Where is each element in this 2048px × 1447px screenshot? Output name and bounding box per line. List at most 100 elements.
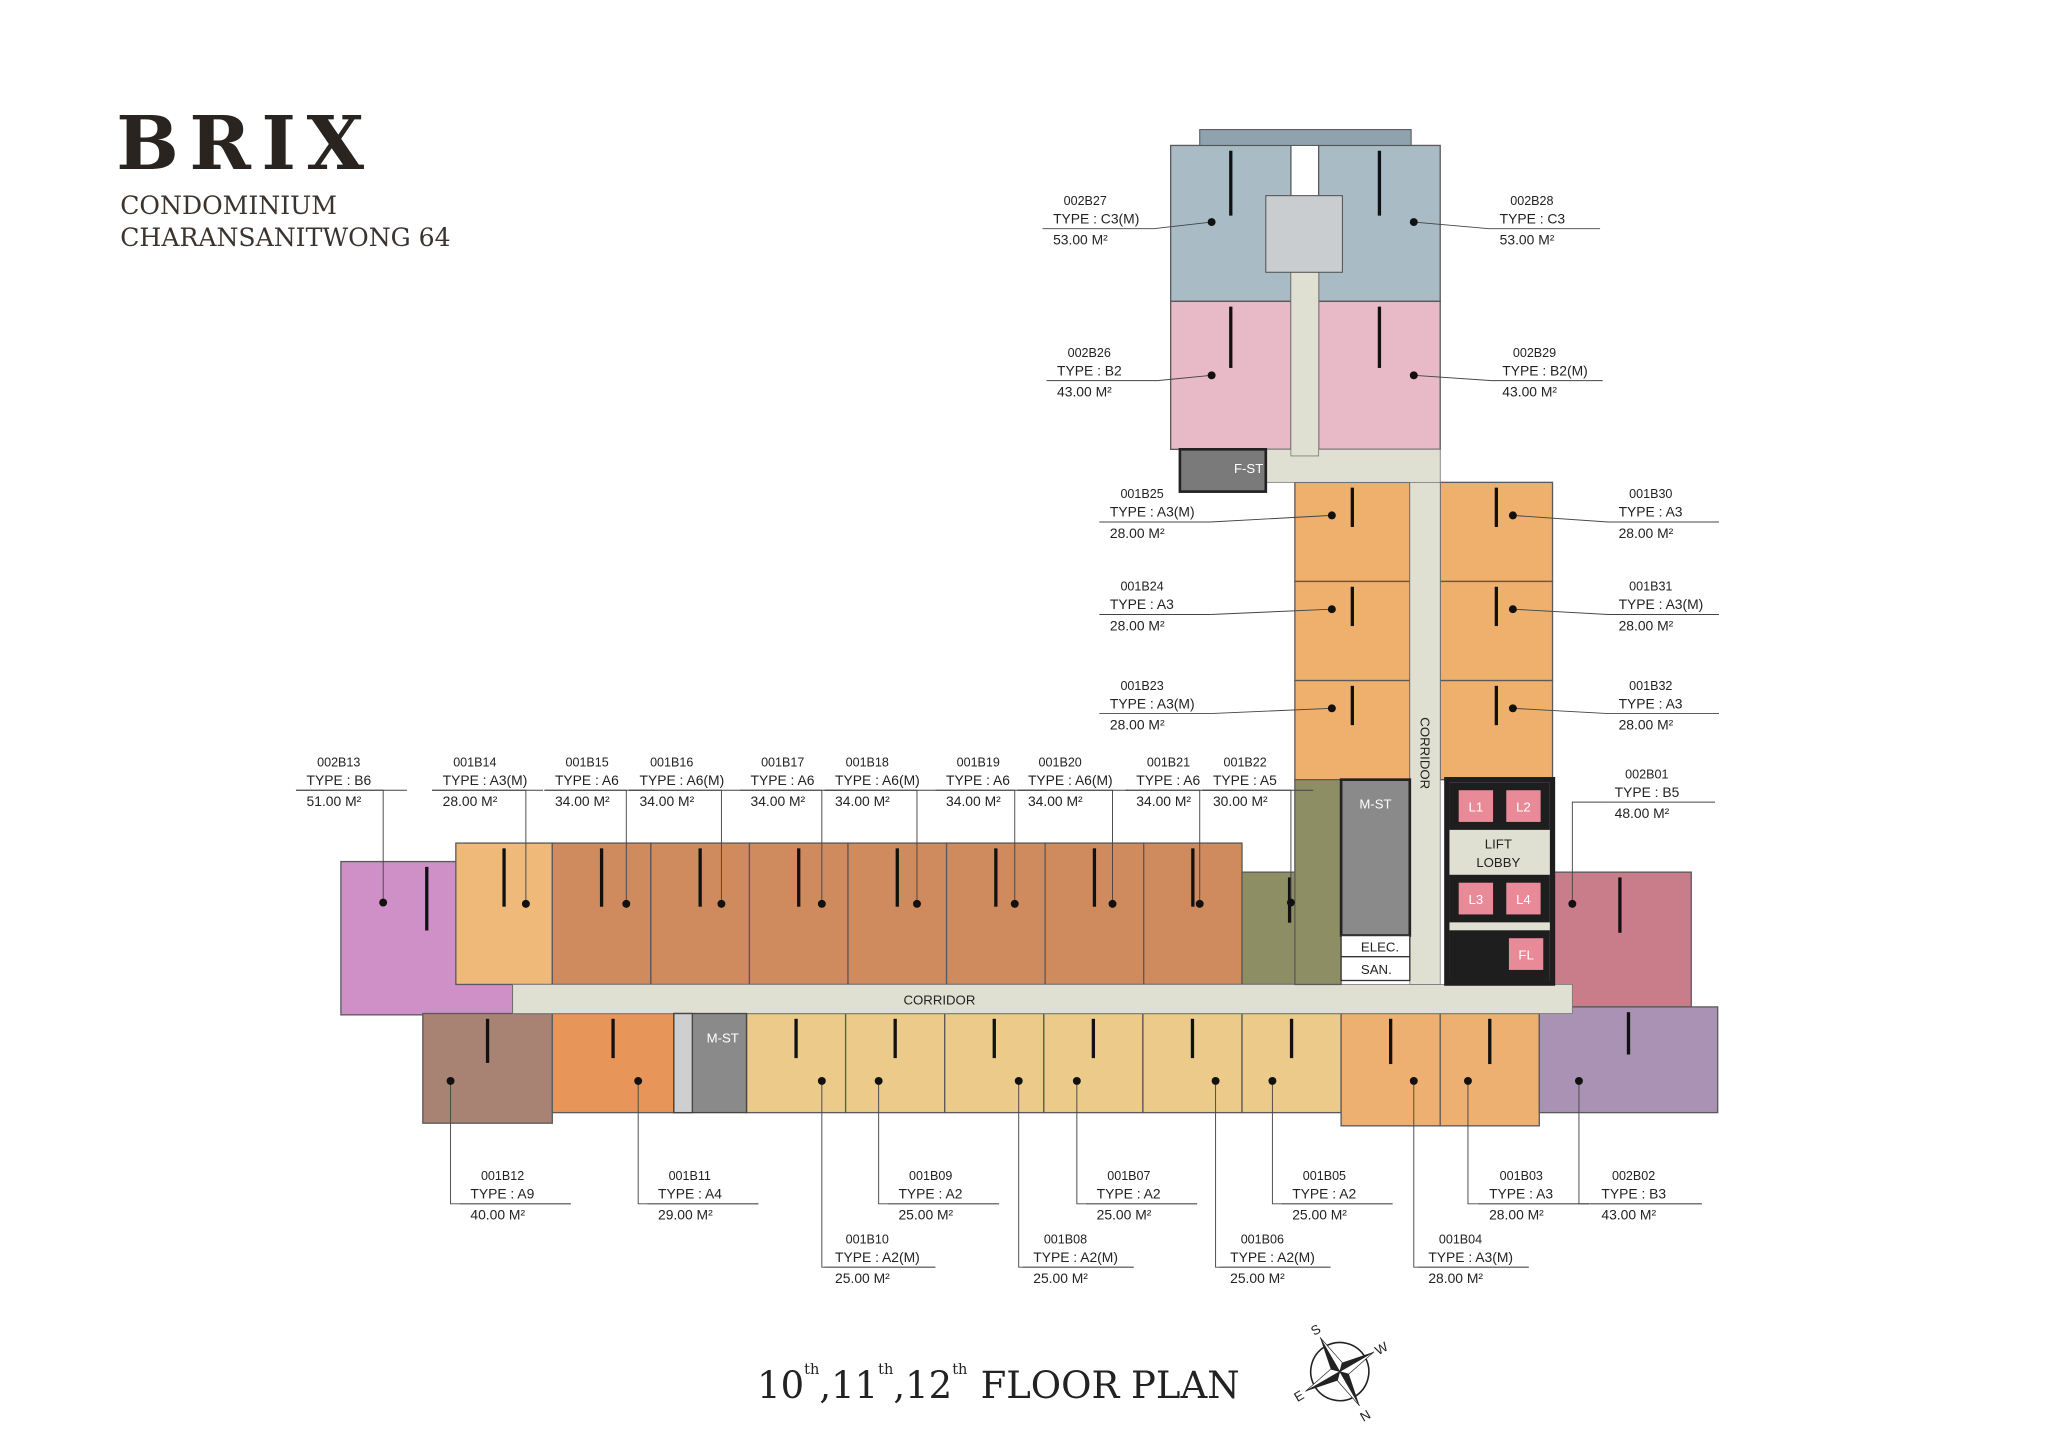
unit-id: 002B27 bbox=[1064, 194, 1107, 208]
unit-type: TYPE : A4 bbox=[658, 1186, 722, 1202]
unit-marker-dot bbox=[1508, 511, 1517, 520]
leader-line bbox=[1413, 374, 1492, 382]
svg-text:L3: L3 bbox=[1469, 892, 1484, 907]
unit-id: 001B06 bbox=[1241, 1232, 1284, 1246]
unit-id: 002B29 bbox=[1513, 346, 1556, 360]
unit-area: 34.00 M² bbox=[946, 793, 1001, 809]
unit-area: 34.00 M² bbox=[555, 793, 610, 809]
unit-area: 28.00 M² bbox=[1110, 617, 1165, 633]
unit-marker-dot bbox=[1327, 704, 1336, 713]
unit-id: 002B28 bbox=[1510, 194, 1553, 208]
unit-area: 48.00 M² bbox=[1615, 805, 1670, 821]
unit-id: 001B24 bbox=[1120, 580, 1163, 594]
unit-id: 001B17 bbox=[761, 755, 804, 769]
leader-line bbox=[1210, 707, 1332, 715]
leader-line bbox=[935, 789, 1016, 904]
unit-type: TYPE : A5 bbox=[1213, 772, 1277, 788]
unit-type: TYPE : A6(M) bbox=[835, 772, 920, 788]
leader-line bbox=[1125, 789, 1201, 904]
unit-type: TYPE : B2 bbox=[1057, 362, 1122, 378]
unit-type: TYPE : A2 bbox=[898, 1186, 962, 1202]
unit-area: 51.00 M² bbox=[307, 793, 362, 809]
unit-area: 30.00 M² bbox=[1213, 793, 1268, 809]
leader-line bbox=[1210, 608, 1332, 615]
unit-area: 25.00 M² bbox=[1230, 1270, 1285, 1286]
unit-id: 001B09 bbox=[909, 1169, 952, 1183]
leader-line bbox=[1512, 707, 1609, 715]
unit-area: 53.00 M² bbox=[1053, 232, 1108, 248]
unit-area: 28.00 M² bbox=[443, 793, 498, 809]
unit-marker-dot bbox=[1568, 899, 1577, 908]
unit-type: TYPE : A3 bbox=[1489, 1186, 1553, 1202]
unit-area: 34.00 M² bbox=[1028, 793, 1083, 809]
unit-area: 34.00 M² bbox=[640, 793, 695, 809]
leader-line bbox=[1578, 1080, 1702, 1205]
unit-marker-dot bbox=[1409, 218, 1418, 227]
unit-id: 001B18 bbox=[846, 755, 889, 769]
leader-line bbox=[1153, 221, 1212, 230]
unit-marker-dot bbox=[913, 899, 921, 908]
unit-id: 001B11 bbox=[669, 1169, 711, 1183]
unit-area: 34.00 M² bbox=[835, 793, 890, 809]
unit-001B24[interactable] bbox=[1294, 580, 1411, 682]
lift-l3: L3 bbox=[1458, 882, 1494, 915]
corridor-vertical bbox=[1409, 448, 1441, 985]
unit-area: 28.00 M² bbox=[1619, 525, 1674, 541]
unit-marker-dot bbox=[1463, 1076, 1472, 1085]
unit-marker-dot bbox=[1014, 1076, 1023, 1085]
unit-id: 002B26 bbox=[1068, 346, 1111, 360]
svg-text:W: W bbox=[1372, 1339, 1391, 1358]
unit-area: 25.00 M² bbox=[1292, 1207, 1347, 1223]
corridor-top bbox=[1290, 270, 1320, 457]
elec-label: ELEC. bbox=[1361, 939, 1399, 954]
unit-001B03[interactable] bbox=[1439, 1012, 1540, 1127]
svg-text:L2: L2 bbox=[1516, 799, 1531, 814]
leader-line bbox=[1202, 789, 1292, 903]
unit-id: 001B12 bbox=[481, 1169, 524, 1183]
unit-area: 28.00 M² bbox=[1619, 716, 1674, 732]
unit-area: 28.00 M² bbox=[1428, 1270, 1483, 1286]
lift-l2: L2 bbox=[1506, 790, 1541, 822]
unit-area: 29.00 M² bbox=[658, 1207, 713, 1223]
service-area bbox=[1294, 778, 1342, 986]
leader-line bbox=[1413, 1080, 1529, 1268]
unit-id: 001B10 bbox=[846, 1232, 889, 1246]
unit-type: TYPE : A9 bbox=[470, 1186, 534, 1202]
unit-area: 34.00 M² bbox=[750, 793, 805, 809]
unit-id: 001B23 bbox=[1120, 679, 1163, 693]
fire-stair-label: F-ST bbox=[1234, 461, 1263, 476]
stair-shaft bbox=[673, 1012, 694, 1114]
leader-line bbox=[1467, 1080, 1590, 1205]
top-core bbox=[1265, 195, 1343, 273]
unit-id: 001B04 bbox=[1439, 1232, 1482, 1246]
unit-001B30[interactable] bbox=[1439, 481, 1554, 583]
unit-area: 43.00 M² bbox=[1601, 1207, 1656, 1223]
unit-marker-dot bbox=[817, 1076, 826, 1085]
svg-text:S: S bbox=[1308, 1321, 1323, 1338]
unit-marker-dot bbox=[817, 899, 826, 908]
unit-marker-dot bbox=[634, 1076, 643, 1085]
unit-marker-dot bbox=[1195, 899, 1204, 908]
main-stair-south-label: M-ST bbox=[707, 1031, 739, 1046]
lift-fl: FL bbox=[1508, 938, 1544, 970]
main-stair-label: M-ST bbox=[1359, 797, 1391, 812]
unit-marker-dot bbox=[1010, 899, 1019, 908]
leader-line bbox=[1512, 608, 1609, 615]
brand-logo: BRIX bbox=[116, 101, 374, 187]
unit-marker-dot bbox=[379, 898, 388, 907]
unit-id: 001B16 bbox=[650, 755, 693, 769]
unit-area: 28.00 M² bbox=[1489, 1207, 1544, 1223]
unit-type: TYPE : B3 bbox=[1601, 1186, 1666, 1202]
